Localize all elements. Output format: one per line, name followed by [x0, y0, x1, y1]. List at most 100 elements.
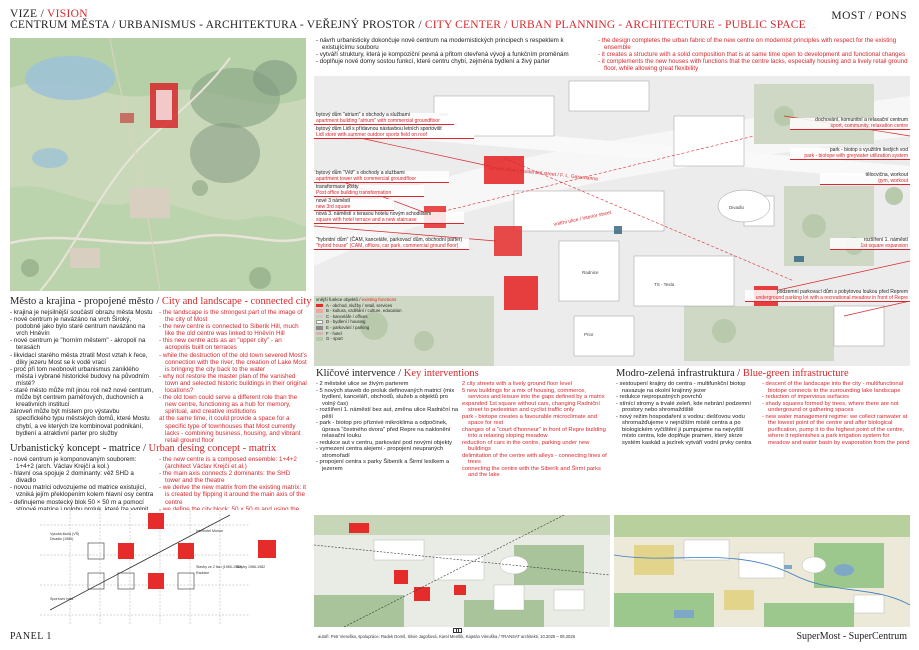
concept-en-0: - the new centre is a composed ensemble:… [159, 456, 297, 471]
blue-green-title: Modro-zelená infrastruktura / Blue-green… [616, 368, 849, 379]
key-interventions-title-en: Key interventions [403, 368, 479, 379]
key-interventions-title-cz: Klíčové intervence / [316, 368, 402, 379]
city-landscape-en-2: - this new centre acts as an "upper city… [159, 337, 282, 352]
legend-title-en: existing functions [361, 297, 397, 302]
city-landscape-en-3: - while the destruction of the old town … [159, 351, 307, 373]
callout-tower-en: apartment tower with commercial groundfl… [316, 175, 417, 182]
concept-cz-2: - novou matrici odvozujeme od matrice ex… [10, 484, 154, 499]
matrix-diagram: Vysoká škola (VŠ) Divadlo (1980) Interho… [10, 510, 306, 625]
matrix-label-4: Radnice [196, 571, 209, 575]
bg-cz-0: - sestoupení krajiny do centra - multifu… [616, 381, 746, 394]
concept-en-1: - the main axis connects 2 dominants: th… [159, 470, 291, 485]
matrix-label-1: Divadlo (1980) [50, 537, 73, 541]
key-en-1: 5 new buildings for a mix of housing, co… [462, 387, 605, 401]
landscape-map-graphic [10, 38, 306, 291]
callout-biotope-cz: park - biotop s využitím šedých vod [829, 147, 908, 153]
legend-row-6: G - sport [316, 336, 406, 342]
street-label-4: TS - Tesla [654, 282, 675, 287]
callout-hybrid-en: "hybrid house" (CAM, offices, car park, … [316, 242, 459, 249]
callout-sport-centre-cz: dochování, komunitní a relaxační centrum [815, 117, 908, 123]
concept-cz-1: - hlavní osa spojuje 2 dominanty: věž SH… [10, 470, 134, 485]
intro-en: - the design completes the urban fabric … [598, 37, 908, 72]
matrix-label-6: Sportovní hala [50, 597, 73, 601]
callout-underground-parking-en: underground parking lot with a recreatio… [755, 294, 908, 301]
street-label-3: Divadlo [729, 205, 745, 210]
callout-post: transformace pošty Post office building … [314, 184, 424, 198]
bg-en-1: - reduction of impervious surfaces [762, 394, 849, 400]
bg-cz-3: - nový režim hospodaření s vodou: dešťov… [616, 413, 752, 446]
city-landscape-text-en: - the landscape is the strongest part of… [159, 309, 307, 444]
callout-3rd-square: nové 3 náměstí new 3rd square [314, 198, 394, 212]
legend-title-cz: vnější funkce objektů [316, 297, 359, 302]
legend-title: vnější funkce objektů / existing functio… [316, 297, 397, 302]
callout-tower-cz: bytový dům "Věž" s obchody a službami [316, 170, 405, 176]
callout-atrium-cz: bytový dům "atrium" s obchody a službami [316, 112, 410, 118]
callout-1st-square: rozšíření 1. náměstí 1st square expansio… [830, 237, 910, 251]
callout-hotel-terrace-cz: nová 3. náměstí s terasou hotelu novým s… [316, 211, 432, 217]
legend-row-0: A - obchod, služby / retail, services [316, 303, 406, 309]
legend-swatch [316, 326, 323, 330]
callout-hybrid: "hybridní dům" (ČAM, kanceláře, parkovac… [314, 237, 469, 251]
key-en-7: connecting the centre with the Siberík a… [462, 465, 601, 479]
concept-cz-3: - definujeme mostecký blok 50 × 50 m a p… [10, 498, 149, 513]
callout-gym: tělocvična, workout gym, workout [820, 172, 910, 186]
city-landscape-title-cz: Město a krajina - propojené město / [10, 296, 160, 307]
bg-en-0: - descent of the landscape into the city… [762, 381, 904, 394]
callout-3rd-square-en: new 3rd square [316, 203, 351, 210]
legend-swatch [316, 320, 323, 324]
key-interventions-text-en: 2 city streets with a lively ground floo… [462, 381, 608, 479]
city-landscape-cz-0: - krajina je nejsilnější součástí obrazu… [10, 309, 153, 316]
header-subtitle-en: CITY CENTER / URBAN PLANNING - ARCHITECT… [424, 19, 806, 31]
key-en-5: reduction of cars in the centre, parking… [462, 439, 590, 453]
bg-en-2: - shady squares formed by trees, where t… [762, 400, 899, 414]
legend-label: F - hotel [326, 330, 342, 336]
city-landscape-en-1: - the new centre is connected to Siberik… [159, 323, 299, 338]
key-en-0: 2 city streets with a lively ground floo… [462, 381, 572, 387]
intro-en-2: - it complements the new houses with fun… [598, 58, 908, 73]
callout-lidl: bytový dům Lidl s přídavnou nástavbou le… [314, 126, 474, 140]
city-landscape-en-4: - why not restore the master plan of the… [159, 372, 307, 395]
city-landscape-cz-2: - nové centrum je "horním městem" - akro… [10, 337, 146, 352]
city-landscape-en-5: - the old town could serve a different r… [159, 394, 298, 416]
legend-swatch [316, 331, 323, 336]
callout-post-cz: transformace pošty [316, 184, 359, 190]
city-landscape-text-cz: - krajina je nejsilnější součástí obrazu… [10, 309, 155, 437]
callout-1st-square-cz: rozšíření 1. náměstí [863, 237, 908, 243]
matrix-label-2: Interhotel Murom [196, 529, 223, 533]
header-city: MOST / PONS [831, 10, 907, 22]
callout-underground-parking-cz: podzemní parkovací dům s pobytovou louko… [776, 289, 908, 295]
intro-cz-2: - doplňuje nové domy sostou funkcí, kter… [316, 58, 550, 66]
intro-en-0: - the design completes the urban fabric … [598, 37, 897, 52]
callout-sport-centre-en: sport, community, relaxation centre [830, 122, 908, 129]
intro-cz-0: - návrh urbanisticky dokončuje nové cent… [316, 37, 564, 52]
legend-label: D - bydlení / housing [326, 319, 366, 325]
legend-swatch [316, 309, 323, 313]
concept-text-cz: - nové centrum je komponovaným souborem:… [10, 456, 155, 513]
city-landscape-title-en: City and landscape - connected city [161, 296, 312, 307]
key-cz-2: - rozšíření 1. náměstí bez aut, změna ul… [316, 407, 459, 420]
callout-hotel-terrace-en: square with hotel terrace and a new stai… [316, 216, 417, 223]
city-landscape-cz-5: - staré město může mít jinou roli než no… [10, 387, 154, 409]
key-cz-1: - 5 nových staveb do proluk definovaných… [316, 387, 455, 407]
blue-green-title-cz: Modro-zelená infrastruktura / [616, 368, 741, 379]
bg-cz-1: - redukce nepropustných povrchů [616, 394, 703, 400]
key-interventions-text-cz: - 2 městské ulice se živým parterem - 5 … [316, 381, 459, 472]
legend-label: A - obchod, služby / retail, services [326, 302, 393, 308]
callout-gym-en: gym, workout [878, 177, 908, 184]
city-landscape-title: Město a krajina - propojené město / City… [10, 296, 312, 307]
callout-lidl-cz: bytový dům Lidl s přídavnou nástavbou le… [316, 126, 443, 132]
matrix-diagram-graphic: Vysoká škola (VŠ) Divadlo (1980) Interho… [10, 510, 306, 625]
legend-label: B - kultura, vzdělání / culture, educati… [326, 308, 402, 314]
legend-label: G - sport [326, 336, 343, 342]
callout-gym-cz: tělocvična, workout [865, 172, 908, 178]
legend-label: E - parkování / parking [326, 324, 370, 330]
concept-en-2: - we derive the new matrix from the exis… [159, 484, 306, 506]
callout-hybrid-cz: "hybridní dům" (ČAM, kanceláře, parkovac… [316, 237, 463, 243]
key-en-3: park - biotope creates a favourable micr… [462, 413, 598, 427]
landscape-map [10, 38, 306, 291]
blue-green-plan [614, 515, 910, 627]
blue-green-plan-graphic [614, 515, 910, 627]
header-vision-en: VISION [47, 8, 88, 20]
key-interventions-plan-graphic [314, 515, 610, 627]
plan-legend: vnější funkce objektů / existing functio… [316, 297, 406, 342]
